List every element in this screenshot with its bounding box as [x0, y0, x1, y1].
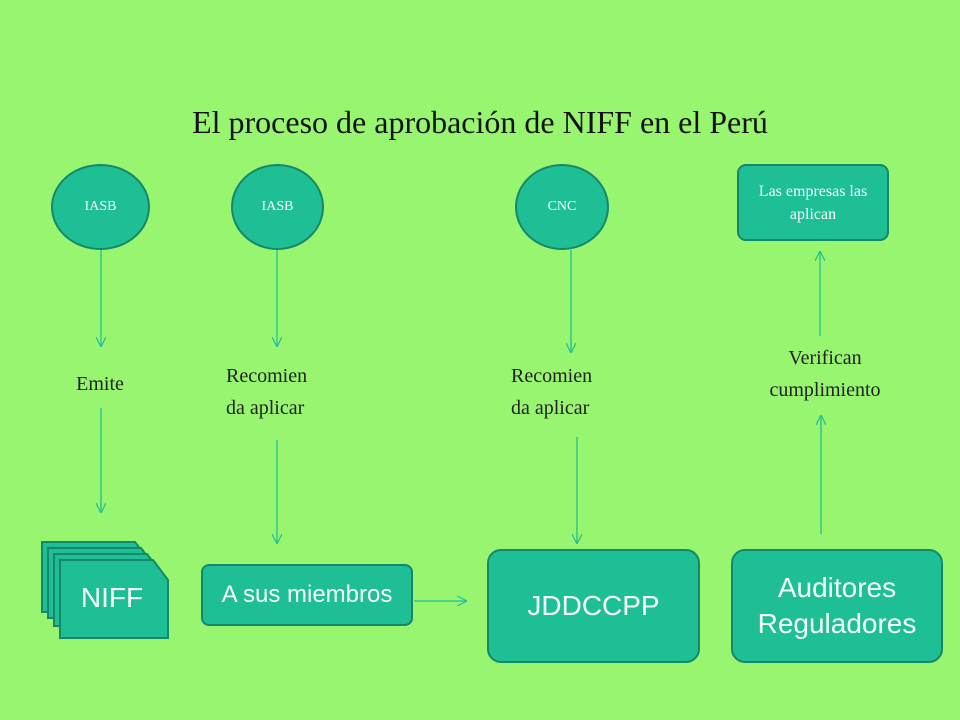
node-miembros: A sus miembros [201, 564, 413, 626]
node-cnc-label: CNC [547, 199, 577, 214]
label-verifican-line2: cumplimiento [769, 379, 881, 401]
node-iasb-1-label: IASB [84, 199, 117, 214]
node-iasb-2: IASB [231, 164, 324, 250]
node-empresas: Las empresas las aplican [737, 164, 889, 241]
node-auditores: Auditores Reguladores [731, 549, 943, 663]
node-iasb-2-label: IASB [261, 199, 294, 214]
label-recomienda-1-line2: da aplicar [226, 397, 305, 419]
diagram-title: El proceso de aprobación de NIFF en el P… [192, 104, 768, 140]
node-jddccpp: JDDCCPP [487, 549, 700, 663]
label-recomienda-2-line2: da aplicar [511, 397, 590, 419]
node-auditores-line2: Reguladores [757, 608, 917, 639]
label-emite: Emite [76, 373, 124, 395]
node-jddccpp-label: JDDCCPP [527, 590, 660, 621]
node-auditores-line1: Auditores [777, 572, 897, 603]
label-verifican: Verifican cumplimiento [735, 342, 915, 406]
label-verifican-line1: Verifican [788, 347, 862, 369]
label-recomienda-1: Recomien da aplicar [226, 360, 356, 424]
node-iasb-1: IASB [51, 164, 150, 250]
node-empresas-label: Las empresas las aplican [758, 182, 868, 223]
label-recomienda-1-line1: Recomien [226, 365, 308, 387]
node-niff-label: NIFF [80, 582, 144, 613]
label-recomienda-2-line1: Recomien [511, 365, 593, 387]
node-miembros-label: A sus miembros [221, 581, 393, 608]
node-cnc: CNC [515, 164, 609, 250]
document-stack-icon [41, 541, 169, 639]
node-niff-stack: NIFF [40, 540, 172, 642]
label-recomienda-2: Recomien da aplicar [511, 360, 641, 424]
